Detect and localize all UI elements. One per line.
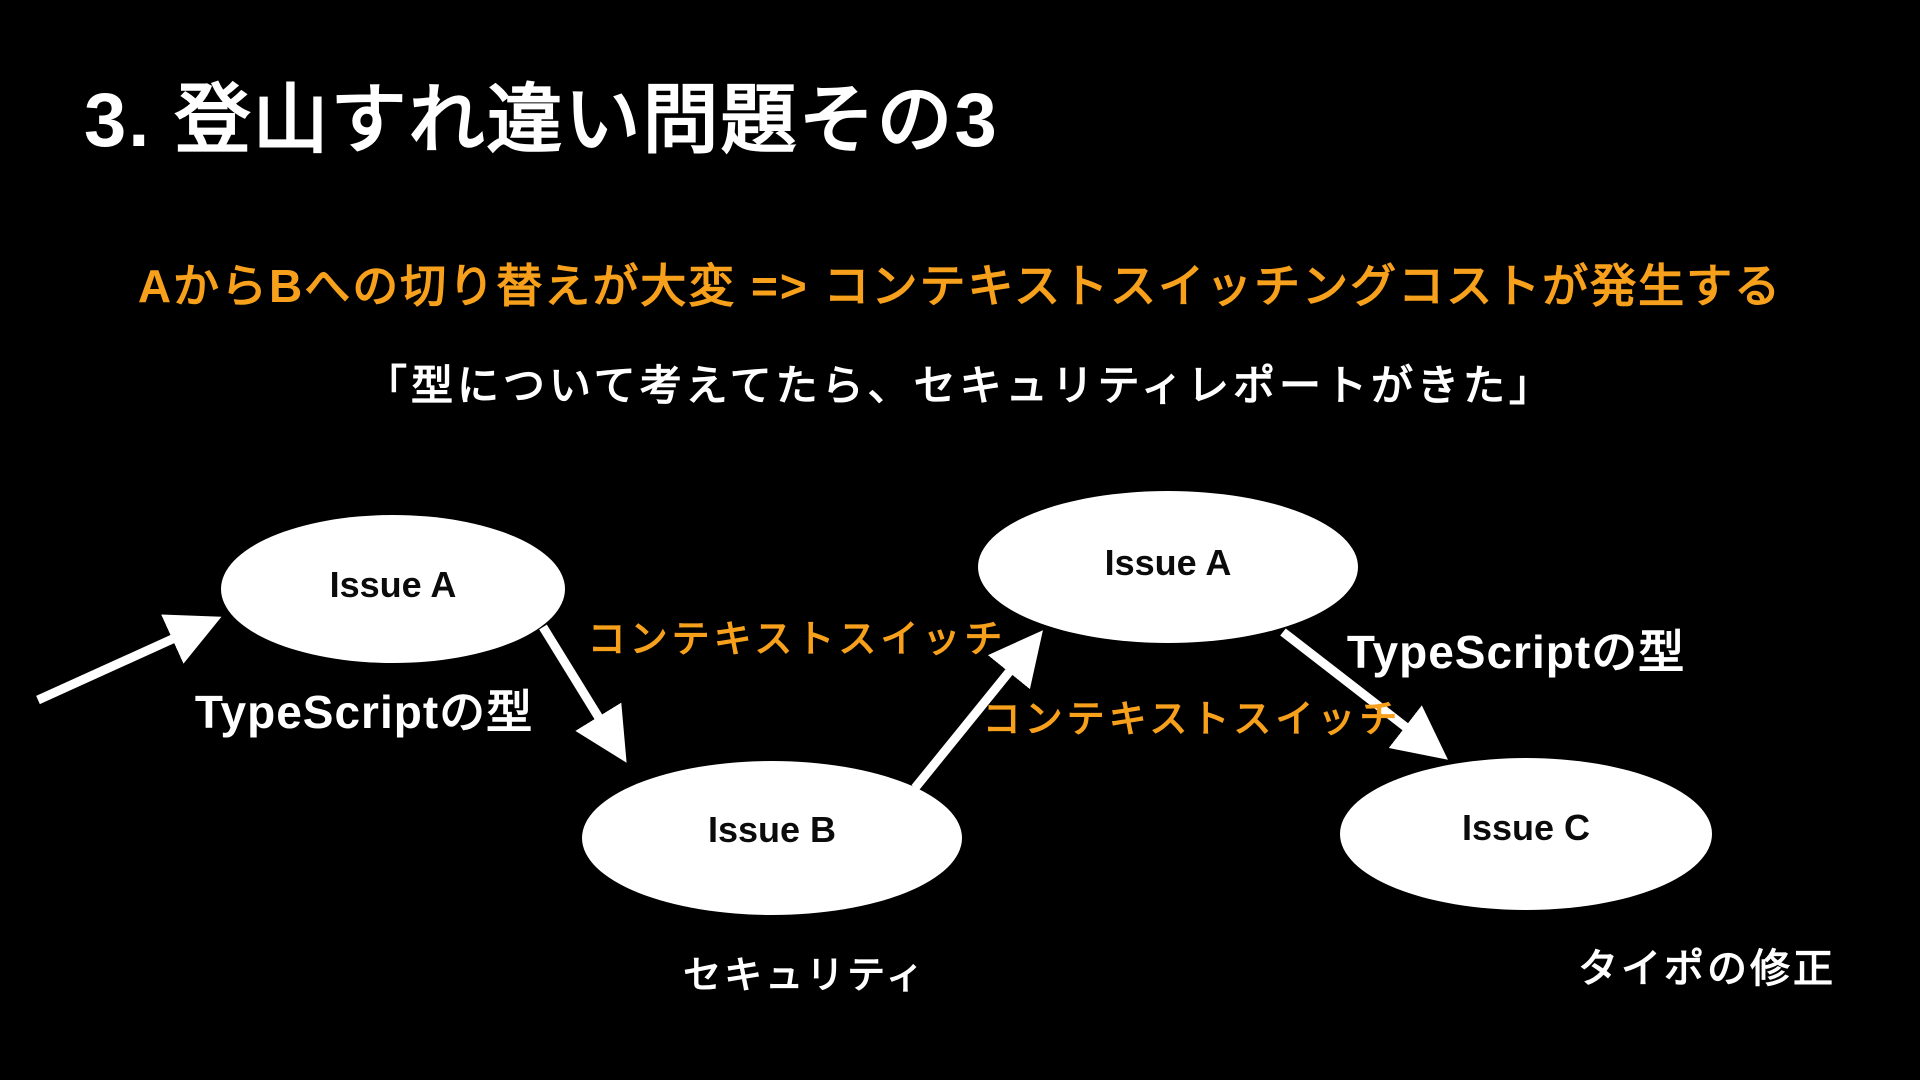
node-ellipse-issue-b — [582, 761, 962, 915]
slide-subtitle: AからBへの切り替えが大変 => コンテキストスイッチングコストが発生する — [137, 260, 1783, 312]
caption-issue-c: タイポの修正 — [1578, 947, 1836, 991]
caption-issue-b: セキュリティ — [683, 955, 927, 997]
node-ellipse-issue-c — [1340, 758, 1712, 910]
node-label-issue-a-2: Issue A — [1104, 542, 1232, 583]
caption-issue-a-1: TypeScriptの型 — [194, 686, 534, 738]
edge-label-context-switch-1: コンテキストスイッチ — [587, 619, 1007, 661]
node-ellipse-issue-a-1 — [221, 515, 565, 663]
edge-label-context-switch-2: コンテキストスイッチ — [982, 699, 1402, 741]
caption-issue-a-2: TypeScriptの型 — [1346, 626, 1686, 678]
slide-quote: 「型について考えてたら、セキュリティレポートがきた」 — [364, 362, 1556, 409]
slide-title: 3. 登山すれ違い問題その3 — [84, 78, 999, 163]
arrow-issue-b-to-issue-a-2 — [911, 630, 1043, 791]
arrow-issue-a-1-to-issue-b — [539, 624, 627, 763]
arrow-issue-a-2-to-issue-c — [1280, 628, 1448, 760]
node-label-issue-b: Issue B — [707, 809, 837, 850]
arrow-into-issue-a-1 — [36, 614, 222, 705]
node-label-issue-a-1: Issue A — [329, 564, 457, 605]
node-ellipse-issue-a-2 — [978, 491, 1358, 643]
node-label-issue-c: Issue C — [1461, 807, 1591, 848]
